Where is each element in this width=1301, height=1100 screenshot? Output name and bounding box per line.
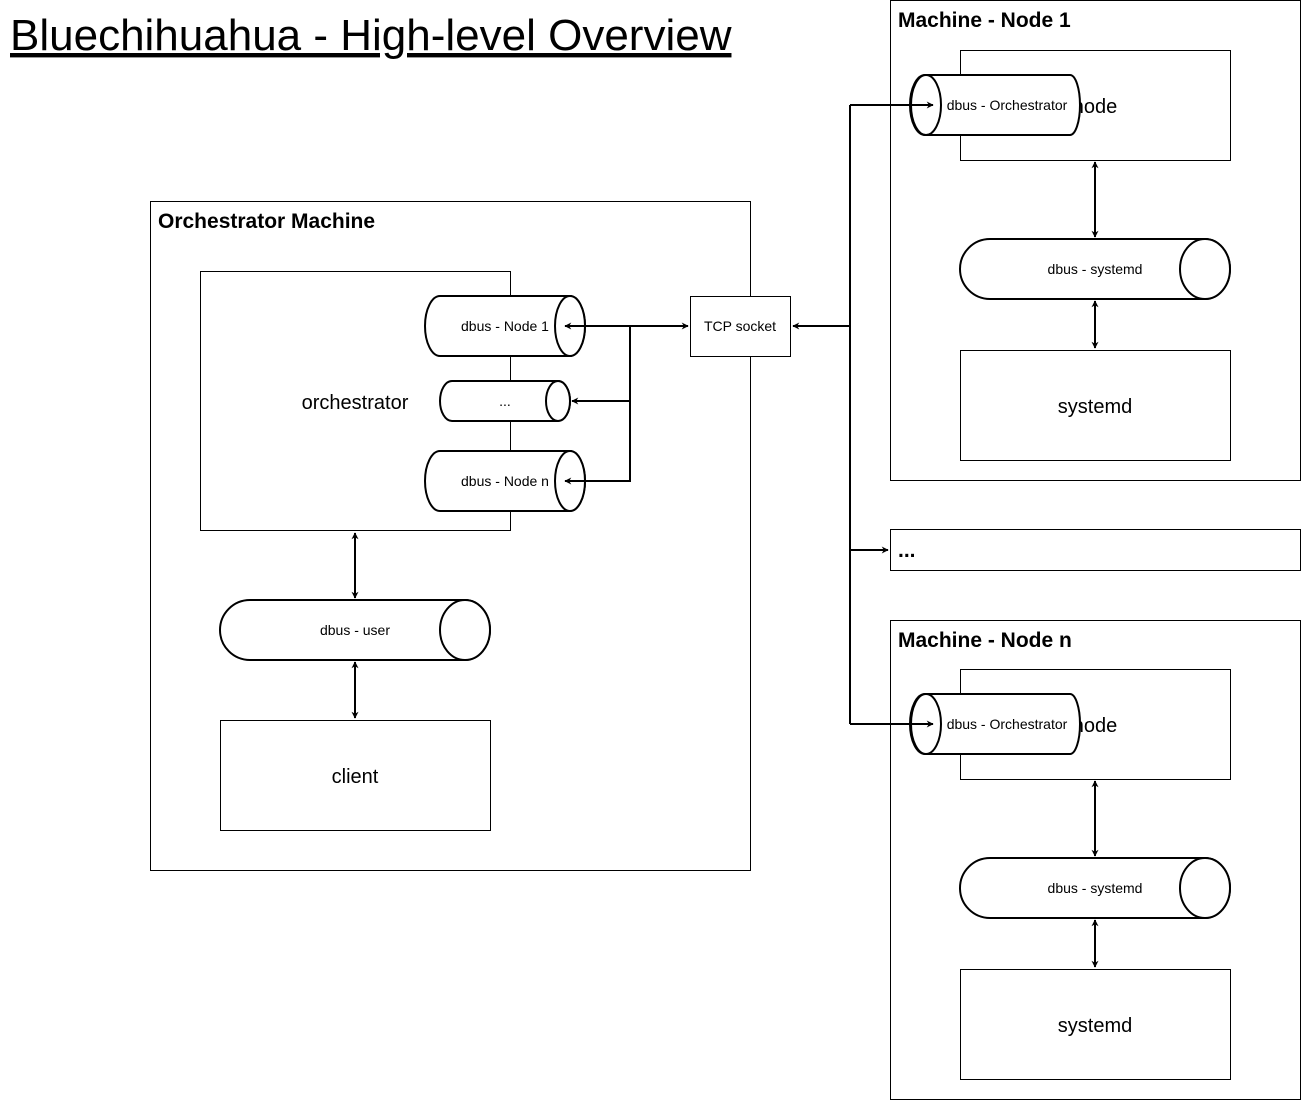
node-1-dbus-orchestrator-cylinder: dbus - Orchestrator [909, 74, 1081, 136]
machine-node-n-group: Machine - Node n node dbus - Orchestrato… [890, 620, 1301, 1100]
tcp-socket-label: TCP socket [704, 318, 776, 334]
node-n-systemd-label: systemd [1058, 1015, 1132, 1037]
connectors [351, 101, 1099, 968]
machine-node-n-label: Machine - Node n [898, 629, 1072, 652]
machine-node-1-label: Machine - Node 1 [898, 9, 1071, 32]
node-1-systemd-box [960, 350, 1231, 461]
node-n-dbus-systemd-label: dbus - systemd [1048, 880, 1143, 896]
node-1-systemd-label: systemd [1058, 396, 1132, 418]
node-n-dbus-orchestrator-cylinder: dbus - Orchestrator [909, 693, 1081, 755]
dbus-node-n-cylinder: dbus - Node n [424, 450, 586, 512]
orchestrator-machine-label: Orchestrator Machine [158, 210, 375, 233]
node-n-dbus-systemd-cylinder: dbus - systemd [959, 857, 1231, 919]
orchestrator-label: orchestrator [302, 392, 409, 414]
node-1-dbus-systemd-cylinder: dbus - systemd [959, 238, 1231, 300]
dbus-user-label: dbus - user [320, 622, 390, 638]
dbus-ellipsis-cylinder: ... [439, 380, 571, 422]
ellipsis-machine-container [890, 529, 1301, 571]
client-label: client [332, 766, 379, 788]
node-1-label: node [1073, 96, 1118, 118]
ellipsis-machine-group: ... [890, 529, 1301, 571]
node-n-label: node [1073, 715, 1118, 737]
diagram-title: Bluechihuahua - High-level Overview [10, 11, 732, 60]
dbus-node-1-cylinder: dbus - Node 1 [424, 295, 586, 357]
machine-node-1-group: Machine - Node 1 node dbus - Orchestrato… [890, 0, 1301, 481]
dbus-node-1-label: dbus - Node 1 [461, 318, 549, 334]
orchestrator-machine-group: Orchestrator Machine orchestrator dbus -… [150, 201, 751, 871]
node-n-dbus-orchestrator-label: dbus - Orchestrator [947, 716, 1068, 732]
node-n-systemd-box [960, 969, 1231, 1080]
dbus-user-cylinder: dbus - user [219, 599, 491, 661]
dbus-ellipsis-label: ... [499, 393, 511, 409]
node-1-dbus-orchestrator-label: dbus - Orchestrator [947, 97, 1068, 113]
tcp-socket-box [690, 296, 791, 357]
ellipsis-machine-label: ... [898, 539, 916, 562]
tcp-socket-group: TCP socket [690, 296, 791, 357]
node-1-dbus-systemd-label: dbus - systemd [1048, 261, 1143, 277]
dbus-node-n-label: dbus - Node n [461, 473, 549, 489]
client-box [220, 720, 491, 831]
dbus-node-n-tcp-connector [564, 401, 631, 485]
